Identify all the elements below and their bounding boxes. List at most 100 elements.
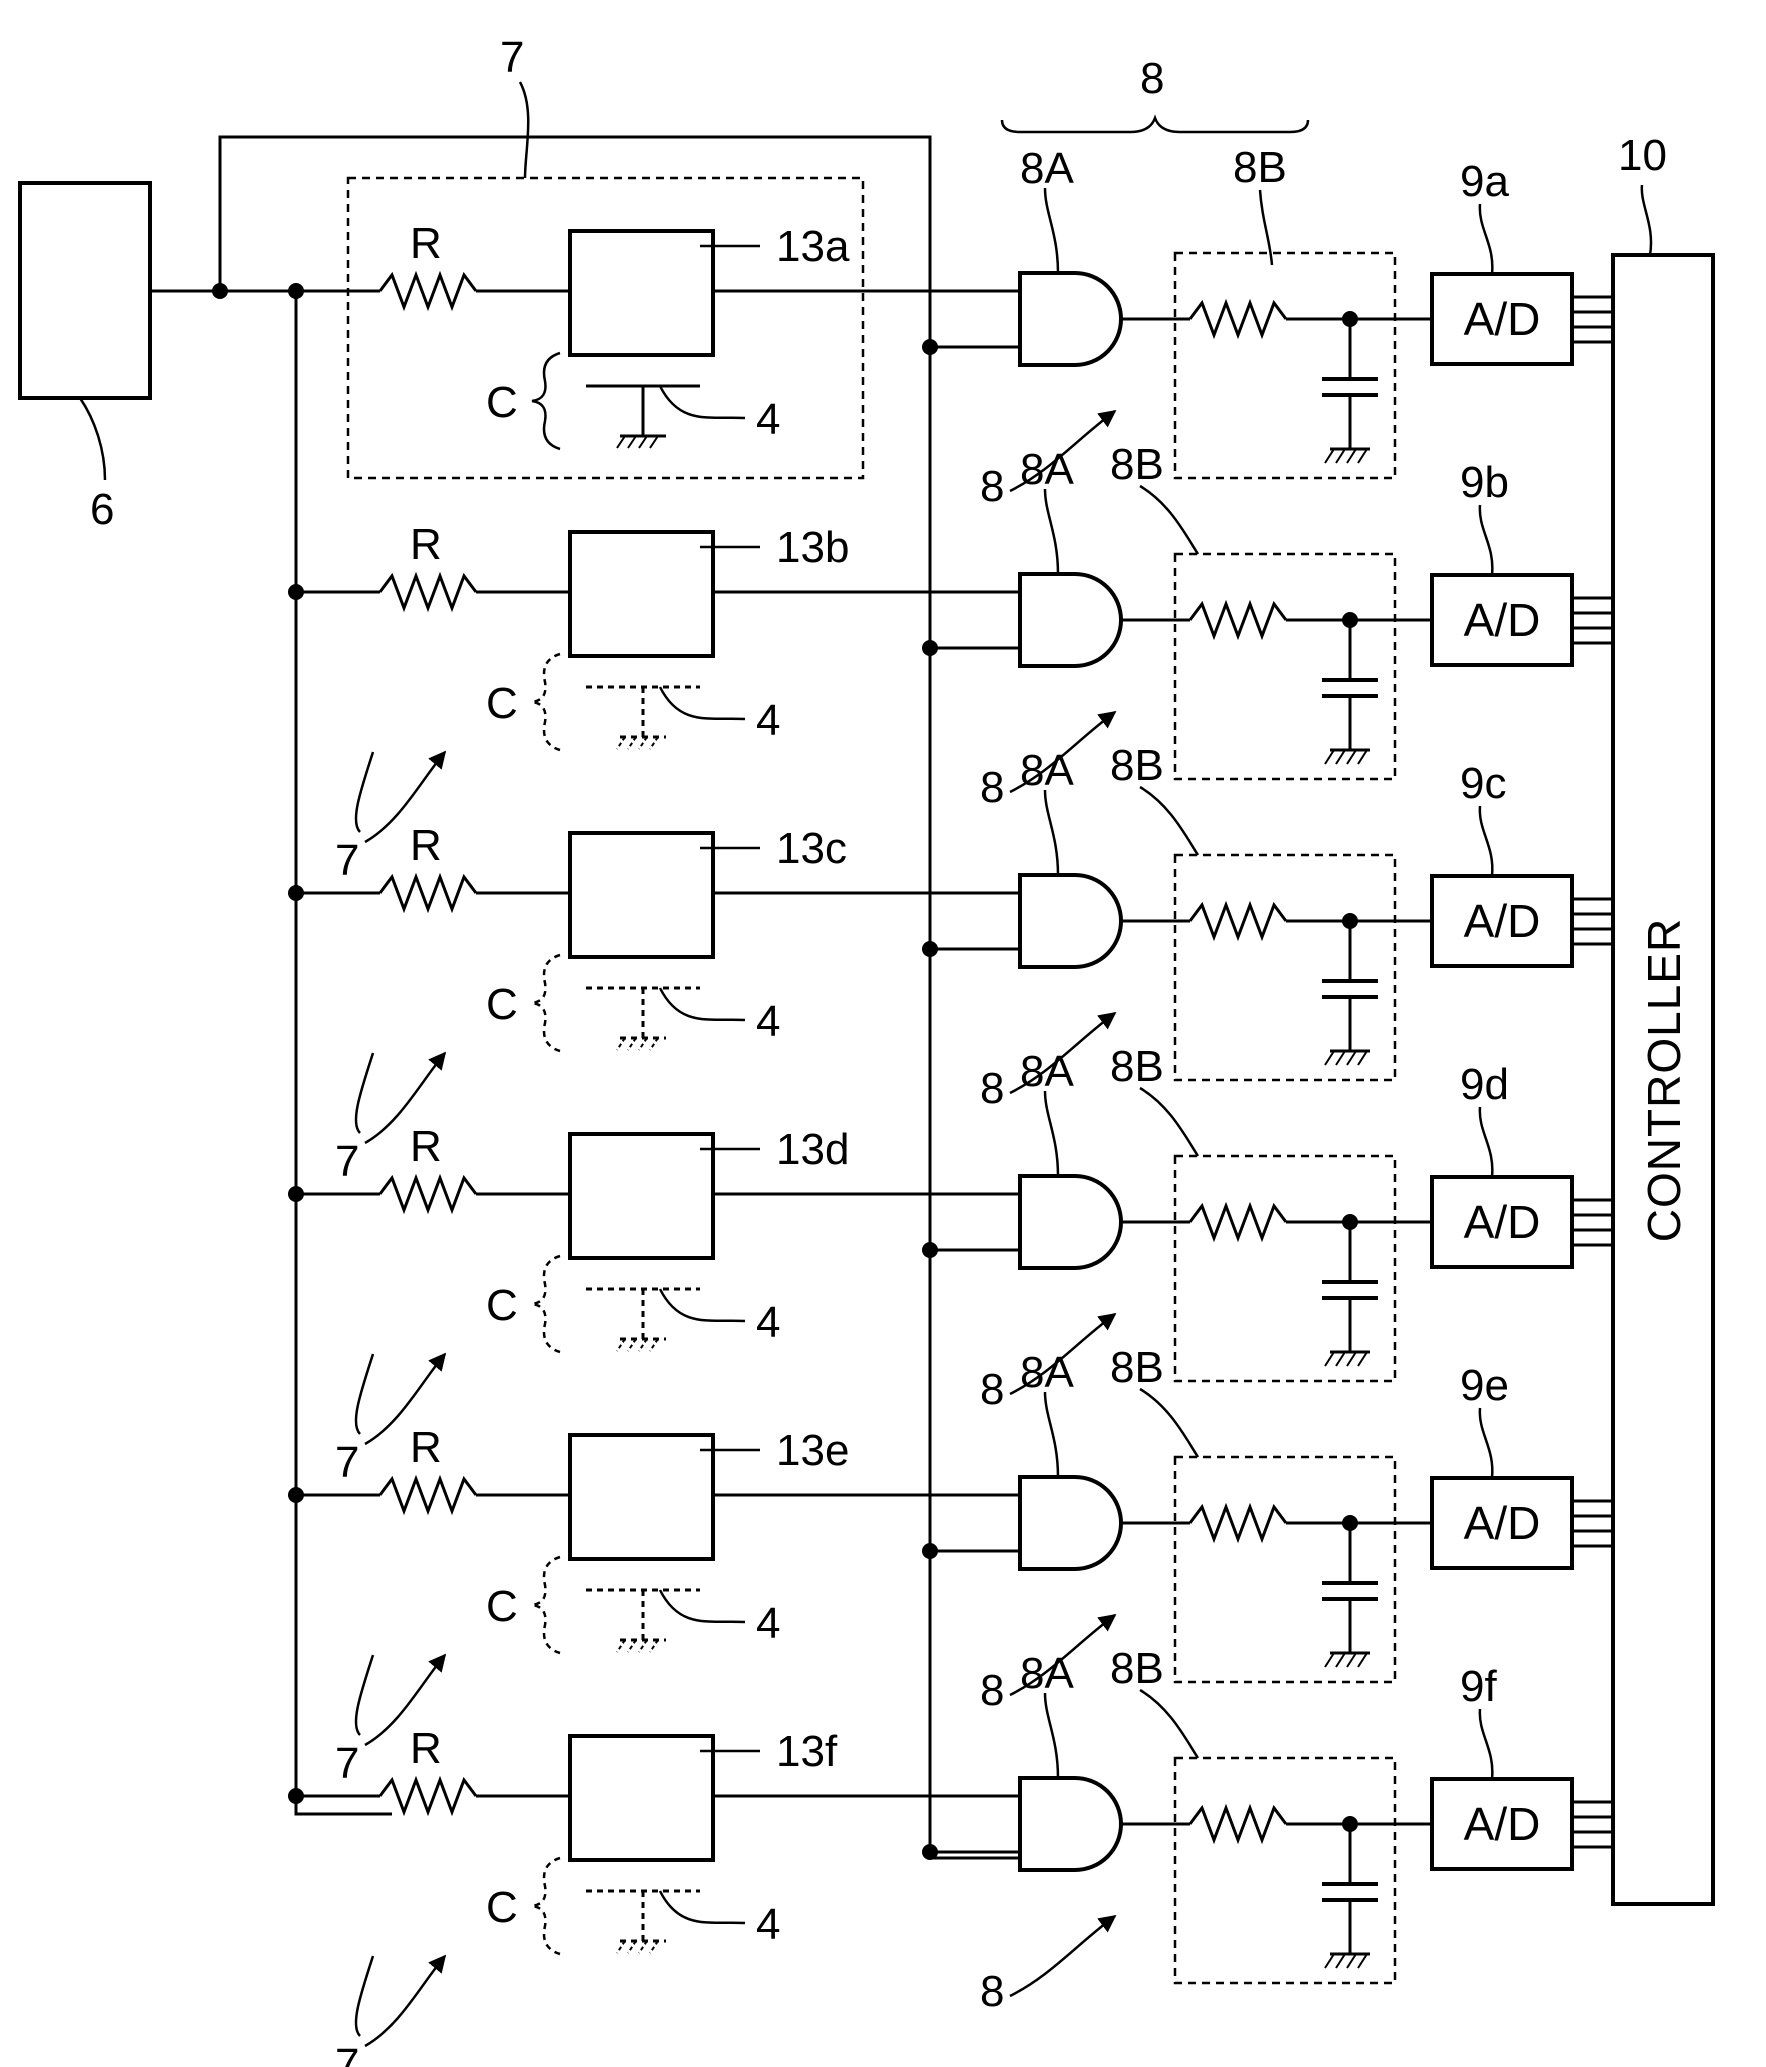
left-bus	[296, 291, 392, 1814]
and-ref: 8A	[1020, 1348, 1074, 1397]
and-ref: 8A	[1020, 144, 1074, 193]
and-ref: 8A	[1020, 746, 1074, 795]
enable-line	[220, 137, 930, 1858]
ground-hatch	[617, 436, 625, 448]
channel-arrow	[365, 1956, 445, 2046]
and-gate	[1020, 273, 1121, 365]
ground-hatch	[617, 1038, 625, 1050]
adc-label: A/D	[1464, 895, 1541, 947]
channel-group-leader	[520, 82, 528, 178]
adc-label: A/D	[1464, 293, 1541, 345]
channel-arrow	[356, 1956, 373, 2036]
adc-label: A/D	[1464, 1497, 1541, 1549]
ground-hatch	[1325, 1051, 1334, 1065]
resistor-label: R	[410, 821, 442, 870]
sensor-ref: 13d	[776, 1125, 849, 1174]
and-gate	[1020, 875, 1121, 967]
ground-hatch	[1358, 750, 1367, 764]
resistor-label: R	[410, 1423, 442, 1472]
channel-arrow	[356, 1053, 373, 1133]
ground-hatch	[628, 1640, 636, 1652]
capacitance-label: C	[486, 378, 518, 427]
electrode-ref: 4	[756, 395, 780, 444]
ground-hatch	[1336, 1051, 1345, 1065]
electrode-ref: 4	[756, 1599, 780, 1648]
and-ref: 8A	[1020, 1649, 1074, 1698]
filter-leader	[1140, 1088, 1198, 1156]
ground-hatch	[639, 1339, 647, 1351]
adc-leader	[1480, 1107, 1493, 1177]
electrode-ref: 4	[756, 997, 780, 1046]
ground-hatch	[1347, 449, 1356, 463]
filter-resistor	[1190, 905, 1286, 937]
capacitance-brace	[532, 654, 560, 750]
controller-label: CONTROLLER	[1638, 918, 1690, 1242]
filter-leader	[1140, 486, 1198, 554]
ground-hatch	[1347, 1352, 1356, 1366]
ground-hatch	[628, 1038, 636, 1050]
ground-hatch	[1325, 1954, 1334, 1968]
channel-ref: 7	[335, 1438, 359, 1487]
and-gate	[1020, 1477, 1121, 1569]
capacitance-brace	[532, 1256, 560, 1352]
electrode-ref: 4	[756, 1298, 780, 1347]
detector-ref: 8	[980, 763, 1004, 812]
capacitance-label: C	[486, 980, 518, 1029]
ground-hatch	[617, 1941, 625, 1953]
electrode-leader	[660, 1590, 745, 1622]
sensor-block	[570, 833, 713, 957]
resistor-label: R	[410, 219, 442, 268]
electrode-leader	[660, 687, 745, 719]
ground-hatch	[1336, 1352, 1345, 1366]
filter-enclosure	[1175, 855, 1395, 1080]
ground-hatch	[639, 1038, 647, 1050]
filter-ref: 8B	[1110, 440, 1164, 489]
resistor-label: R	[410, 1122, 442, 1171]
and-leader	[1045, 1693, 1058, 1778]
filter-enclosure	[1175, 253, 1395, 478]
sensor-block	[570, 1435, 713, 1559]
and-leader	[1045, 489, 1058, 574]
ground-hatch	[1336, 750, 1345, 764]
resistor-label: R	[410, 520, 442, 569]
and-gate	[1020, 1176, 1121, 1268]
resistor-label: R	[410, 1724, 442, 1773]
ground-hatch	[1358, 1352, 1367, 1366]
channel-arrow	[356, 1354, 373, 1434]
adc-ref: 9b	[1460, 458, 1509, 507]
adc-ref: 9a	[1460, 157, 1509, 206]
power-source-block	[20, 183, 150, 398]
resistor-symbol	[380, 1178, 476, 1210]
filter-ref: 8B	[1233, 143, 1287, 192]
electrode-ref: 4	[756, 1900, 780, 1949]
channel-ref: 7	[335, 836, 359, 885]
ground-hatch	[1358, 1653, 1367, 1667]
ground-hatch	[628, 1339, 636, 1351]
filter-resistor	[1190, 1206, 1286, 1238]
ground-hatch	[1325, 1653, 1334, 1667]
detector-group-ref: 8	[1140, 54, 1164, 103]
filter-resistor	[1190, 303, 1286, 335]
resistor-symbol	[380, 275, 476, 307]
channel-ref: 7	[335, 1739, 359, 1788]
adc-label: A/D	[1464, 594, 1541, 646]
ground-hatch	[1336, 1653, 1345, 1667]
ground-hatch	[1358, 449, 1367, 463]
detector-ref: 8	[980, 1365, 1004, 1414]
detector-ref: 8	[980, 1064, 1004, 1113]
controller-leader	[1642, 185, 1651, 255]
channel-arrow	[356, 752, 373, 832]
capacitance-label: C	[486, 679, 518, 728]
electrode-leader	[660, 386, 745, 418]
sensor-ref: 13c	[776, 824, 847, 873]
filter-ref: 8B	[1110, 741, 1164, 790]
ground-hatch	[650, 1339, 658, 1351]
detector-ref: 8	[980, 1967, 1004, 2016]
filter-resistor	[1190, 1507, 1286, 1539]
capacitance-brace	[532, 1557, 560, 1653]
and-ref: 8A	[1020, 1047, 1074, 1096]
ground-hatch	[1325, 750, 1334, 764]
power-source-leader	[80, 398, 105, 480]
and-gate	[1020, 1778, 1121, 1870]
